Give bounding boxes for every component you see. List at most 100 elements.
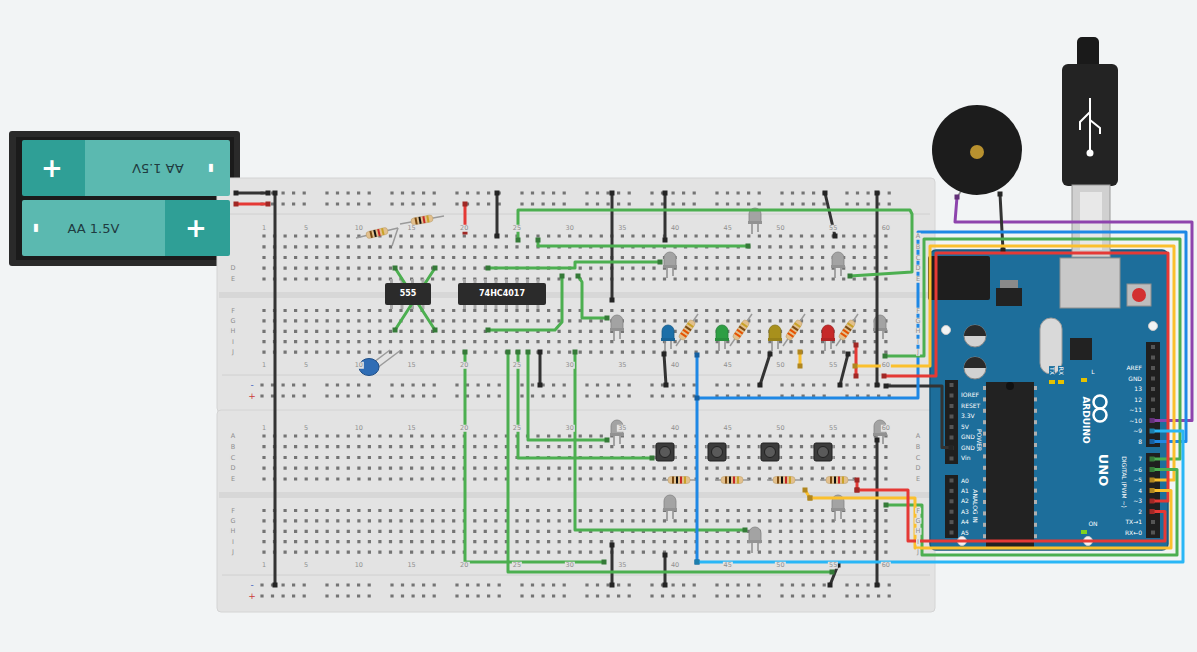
wire-end bbox=[273, 583, 278, 588]
column-number: 5 bbox=[303, 562, 309, 569]
wire-end bbox=[875, 583, 880, 588]
column-number: 20 bbox=[459, 225, 469, 232]
pin-label: GND bbox=[1127, 376, 1143, 382]
mcu-pin bbox=[983, 386, 986, 390]
led-rim bbox=[831, 508, 845, 511]
led-leg bbox=[751, 542, 753, 553]
pushbutton-symbol bbox=[706, 443, 728, 461]
row-letter: E bbox=[230, 476, 236, 483]
led-symbol bbox=[715, 325, 729, 351]
voltage-regulator bbox=[996, 288, 1022, 306]
wire bbox=[538, 240, 748, 246]
wire-end bbox=[610, 298, 615, 303]
wire bbox=[488, 262, 660, 268]
wire bbox=[697, 232, 1186, 442]
wire-end bbox=[536, 238, 541, 243]
pushbutton-cap bbox=[660, 447, 671, 458]
column-number: 55 bbox=[828, 362, 838, 369]
led-leg bbox=[724, 340, 726, 349]
brand-name: ARDUINO bbox=[1081, 396, 1090, 443]
led-leg bbox=[613, 435, 615, 446]
row-letter: B bbox=[915, 244, 921, 251]
electrolytic-capacitor bbox=[964, 357, 986, 379]
resistor-band bbox=[687, 322, 694, 328]
resistor-band bbox=[842, 477, 844, 484]
rail-polarity: - bbox=[249, 581, 254, 590]
column-number: 25 bbox=[512, 362, 522, 369]
wire-end bbox=[266, 202, 271, 207]
resistor-body bbox=[732, 319, 750, 341]
row-letter: A bbox=[230, 433, 236, 440]
mcu-pin bbox=[983, 409, 986, 413]
resistor-band bbox=[777, 477, 779, 484]
resistor-band bbox=[847, 322, 854, 328]
column-number: 50 bbox=[775, 562, 785, 569]
led-leg bbox=[664, 340, 666, 351]
led-rim bbox=[610, 433, 624, 436]
led-rim bbox=[873, 433, 887, 436]
row-letter: F bbox=[915, 507, 921, 514]
resistor-body bbox=[826, 477, 848, 484]
led-body bbox=[664, 252, 676, 266]
pin-label: A5 bbox=[960, 530, 970, 536]
piezo-buzzer bbox=[932, 105, 1022, 195]
led-symbol bbox=[768, 325, 782, 351]
resistor-symbol bbox=[676, 314, 698, 346]
mcu-pin bbox=[983, 466, 986, 470]
wire-end bbox=[808, 496, 813, 501]
battery-polarity: - bbox=[199, 162, 225, 175]
wire bbox=[876, 193, 879, 385]
wire-end bbox=[663, 553, 668, 558]
resistor-band bbox=[781, 477, 783, 484]
wire-end bbox=[875, 383, 880, 388]
row-letter: D bbox=[914, 265, 921, 272]
pin-label: RX←0 bbox=[1124, 530, 1143, 536]
led-rim bbox=[663, 265, 677, 268]
row-letter: F bbox=[915, 307, 921, 314]
led-leg bbox=[672, 267, 674, 276]
led-symbol bbox=[661, 325, 675, 351]
resistor-band bbox=[377, 229, 381, 236]
wire bbox=[496, 193, 499, 236]
rail-polarity: + bbox=[247, 392, 257, 401]
column-number: 5 bbox=[303, 425, 309, 432]
resistor-band bbox=[729, 477, 731, 484]
resistor-band bbox=[834, 477, 836, 484]
row-letter: G bbox=[229, 518, 236, 525]
row-letter: F bbox=[230, 307, 236, 314]
column-number: 1 bbox=[261, 362, 267, 369]
wire-end bbox=[526, 350, 531, 355]
wire-end bbox=[605, 316, 610, 321]
resistor-band bbox=[414, 217, 417, 224]
led-leg bbox=[672, 510, 674, 519]
column-number: 10 bbox=[354, 562, 364, 569]
resistor-band bbox=[725, 477, 727, 484]
wire bbox=[664, 555, 667, 585]
pin-label: 4 bbox=[1137, 488, 1143, 494]
resistor-band bbox=[733, 477, 735, 484]
part-label: AA 1.5V bbox=[132, 162, 184, 175]
pin-label: Vin bbox=[960, 455, 971, 461]
resistor-lead bbox=[676, 314, 698, 346]
led-leg bbox=[619, 330, 621, 339]
column-number: 50 bbox=[775, 362, 785, 369]
wire-end bbox=[393, 328, 398, 333]
wire bbox=[855, 345, 858, 376]
resistor-band bbox=[794, 322, 801, 328]
led-symbol bbox=[610, 315, 624, 341]
row-letter: A bbox=[915, 233, 921, 240]
wire-end bbox=[234, 202, 239, 207]
wire bbox=[855, 246, 1174, 480]
wire-end bbox=[695, 353, 700, 358]
wire-end bbox=[949, 445, 954, 450]
resistor-body bbox=[773, 477, 795, 484]
buzzer-center bbox=[970, 145, 984, 159]
wire-end bbox=[664, 383, 669, 388]
wire bbox=[696, 355, 699, 562]
pin-label: 5V bbox=[960, 424, 970, 430]
wire-end bbox=[854, 374, 859, 379]
row-letter: G bbox=[229, 318, 236, 325]
led-symbol bbox=[663, 252, 677, 278]
wire-end bbox=[663, 191, 668, 196]
led-leg bbox=[834, 267, 836, 278]
